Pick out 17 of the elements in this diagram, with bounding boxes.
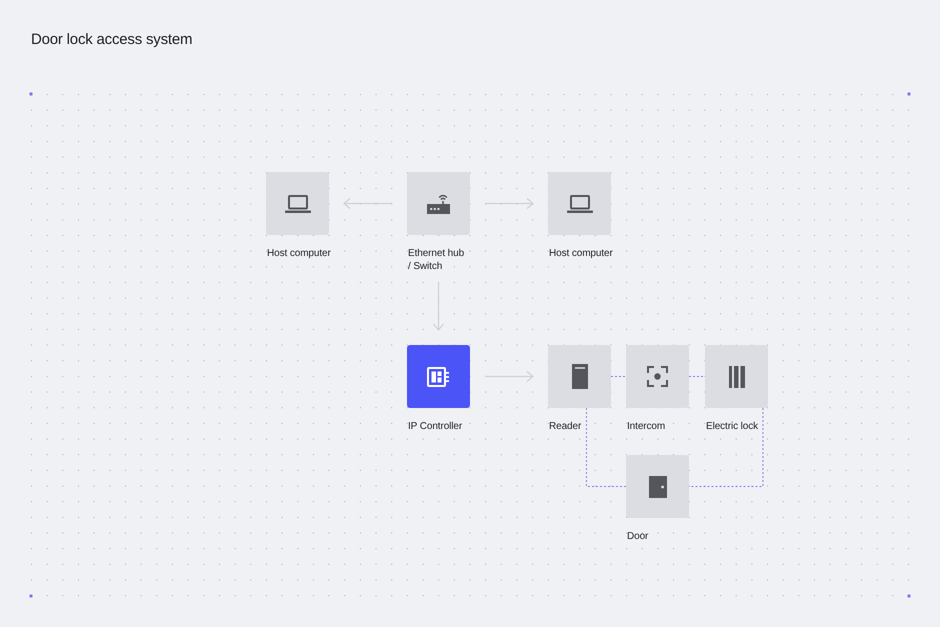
node-label: Host computer bbox=[549, 247, 614, 260]
arrow bbox=[432, 282, 444, 331]
diagram-title: Door lock access system bbox=[31, 30, 192, 50]
arrow bbox=[485, 370, 534, 382]
node-label: Door bbox=[627, 530, 650, 543]
dashed-line bbox=[688, 376, 706, 377]
arrow bbox=[343, 198, 392, 210]
node-label: Reader bbox=[549, 420, 582, 433]
node-label: IP Controller bbox=[408, 420, 464, 433]
dashed-line bbox=[610, 376, 626, 377]
dashed-line bbox=[586, 408, 626, 487]
dashed-line bbox=[688, 408, 764, 487]
node-label: Electric lock bbox=[706, 420, 760, 433]
node-label: Ethernet hub / Switch bbox=[408, 247, 466, 273]
node-label: Intercom bbox=[627, 420, 666, 433]
arrow bbox=[485, 198, 534, 210]
node-label: Host computer bbox=[267, 247, 332, 260]
